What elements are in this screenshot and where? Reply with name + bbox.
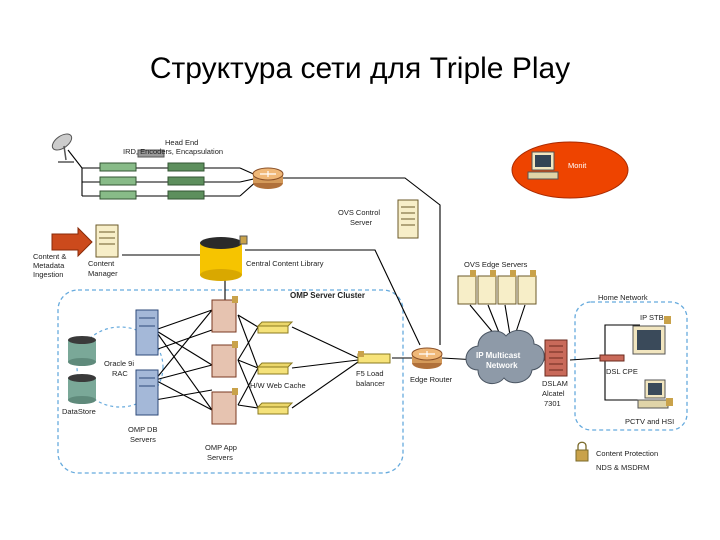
ingestion-arrow-icon — [51, 226, 93, 258]
datastore-label: DataStore — [62, 407, 96, 416]
pctv-label: PCTV and HSI — [625, 417, 674, 426]
pctv-computer-icon — [637, 379, 673, 409]
content-ingestion-label-3: Ingestion — [33, 270, 63, 279]
ovs-edge-servers-label: OVS Edge Servers — [464, 260, 528, 269]
lock-icon — [575, 441, 589, 462]
web-cache-icons — [256, 321, 294, 415]
satellite-dish-icon — [51, 133, 74, 163]
dsl-cpe-label: DSL CPE — [606, 367, 638, 376]
web-cache-label: H/W Web Cache — [250, 381, 306, 390]
dslam-label-1: DSLAM — [542, 379, 568, 388]
ovs-control-server-icon — [397, 199, 419, 239]
ovs-edge-servers-icon — [457, 270, 537, 305]
omp-cluster-boundary — [57, 289, 404, 474]
oracle-rac-boundary — [76, 326, 164, 408]
omp-app-label-2: Servers — [207, 453, 233, 462]
content-protection-sublabel: NDS & MSDRM — [596, 463, 649, 472]
omp-app-label-1: OMP App — [205, 443, 237, 452]
dsl-cpe-modem-icon — [599, 354, 625, 362]
ovs-control-sublabel: Server — [350, 218, 373, 227]
head-end-encoders — [99, 149, 205, 200]
dslam-label-2: Alcatel — [542, 389, 565, 398]
head-end-sublabel: IRD, Encoders, Encapsulation — [123, 147, 223, 156]
omp-db-label-1: OMP DB — [128, 425, 157, 434]
omp-cluster-label: OMP Server Cluster — [290, 291, 365, 300]
monit-label: Monit — [568, 161, 587, 170]
ip-stb-label: IP STB — [640, 313, 664, 322]
central-content-library-icon — [200, 235, 248, 281]
edge-router-icon — [411, 347, 443, 369]
content-manager-label-2: Manager — [88, 269, 118, 278]
content-manager-label-1: Content — [88, 259, 115, 268]
dslam-label-3: 7301 — [544, 399, 561, 408]
load-balancer-icon — [357, 351, 391, 364]
oracle-label-2: RAC — [112, 369, 128, 378]
load-balancer-label-2: balancer — [356, 379, 385, 388]
oracle-label-1: Oracle 9i — [104, 359, 134, 368]
central-content-library-label: Central Content Library — [246, 259, 324, 268]
head-end-label: Head End — [165, 138, 198, 147]
edge-router-label: Edge Router — [410, 375, 453, 384]
omp-app-servers-icon — [211, 296, 238, 425]
page-title: Структура сети для Triple Play — [149, 52, 571, 85]
monit-node — [511, 141, 629, 199]
ip-multicast-cloud-icon — [465, 329, 545, 385]
ip-multicast-label-1: IP Multicast — [476, 351, 521, 360]
home-network-boundary — [574, 301, 688, 431]
ip-stb-tv-icon — [632, 316, 671, 355]
load-balancer-label-1: F5 Load — [356, 369, 384, 378]
datastore-icon — [68, 336, 96, 404]
content-ingestion-label-2: Metadata — [33, 261, 65, 270]
content-ingestion-label-1: Content & — [33, 252, 66, 261]
omp-db-label-2: Servers — [130, 435, 156, 444]
connection-lines — [67, 149, 640, 411]
ovs-control-label: OVS Control — [338, 208, 380, 217]
content-manager-server-icon — [95, 224, 119, 258]
router-icon — [252, 167, 284, 189]
content-protection-label: Content Protection — [596, 449, 658, 458]
omp-db-servers-icon — [135, 309, 159, 416]
home-network-label: Home Network — [598, 293, 648, 302]
dslam-icon — [544, 339, 568, 377]
ip-multicast-label-2: Network — [486, 361, 518, 370]
